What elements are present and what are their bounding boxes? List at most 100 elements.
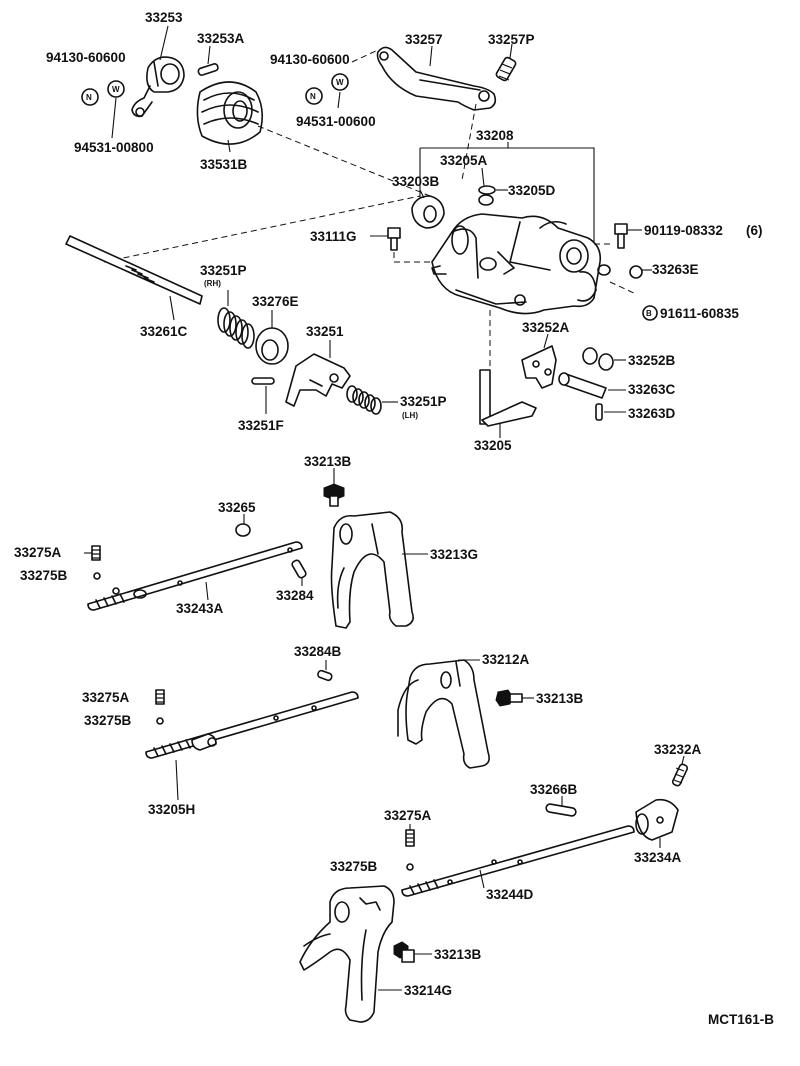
label-33275B-3: 33275B xyxy=(330,859,378,874)
part-33214G-shift-fork xyxy=(299,885,395,1023)
label-33276E: 33276E xyxy=(252,294,299,309)
label-33263E: 33263E xyxy=(652,262,699,277)
part-33213B-bolt-bottom xyxy=(393,941,415,963)
label-33213B-top: 33213B xyxy=(304,454,352,469)
label-33275B-2: 33275B xyxy=(84,713,132,728)
label-33253: 33253 xyxy=(145,10,183,25)
label-33203B: 33203B xyxy=(392,174,440,189)
label-33205H: 33205H xyxy=(148,802,195,817)
part-33111G-bolt xyxy=(387,227,401,251)
part-33266B-pin xyxy=(545,803,577,817)
part-33252B-nuts xyxy=(582,347,614,371)
nut-symbol-right: N xyxy=(305,87,323,105)
part-90119-bolt xyxy=(614,223,628,249)
part-33252A-plate xyxy=(521,345,557,389)
part-91611-bolt-symbol: B xyxy=(642,305,658,321)
washer-symbol-left: W xyxy=(107,80,125,98)
part-33203B-bushing xyxy=(411,195,445,229)
label-94130-left: 94130-60600 xyxy=(46,50,126,65)
label-33213B-mid: 33213B xyxy=(536,691,584,706)
label-33243A: 33243A xyxy=(176,601,224,616)
label-94531-left: 94531-00800 xyxy=(74,140,154,155)
part-33213B-bolt-mid xyxy=(495,689,523,707)
part-33232A-pin xyxy=(671,763,689,787)
part-33265-ball xyxy=(235,523,251,537)
label-33232A: 33232A xyxy=(654,742,702,757)
part-33275A-spring-2 xyxy=(155,689,165,705)
part-33276E-ring xyxy=(255,327,289,365)
part-33213G-shift-fork xyxy=(330,511,414,629)
label-33244D: 33244D xyxy=(486,887,534,902)
part-33253A-pin xyxy=(197,63,219,76)
label-33213B-bottom: 33213B xyxy=(434,947,482,962)
label-33252B: 33252B xyxy=(628,353,676,368)
part-33234A-head xyxy=(635,798,679,841)
svg-text:N: N xyxy=(310,92,316,101)
svg-text:B: B xyxy=(646,309,652,318)
part-33263C-pin xyxy=(558,372,607,399)
label-33251: 33251 xyxy=(306,324,344,339)
part-33243A-shift-shaft xyxy=(87,541,303,611)
label-33265: 33265 xyxy=(218,500,256,515)
label-33266B: 33266B xyxy=(530,782,578,797)
label-33205: 33205 xyxy=(474,438,512,453)
label-91611: 91611-60835 xyxy=(660,306,739,321)
washer-symbol-right: W xyxy=(331,73,349,91)
part-33263E-ball xyxy=(629,265,643,279)
label-33275B-1: 33275B xyxy=(20,568,68,583)
part-33205D-cap xyxy=(478,185,496,195)
label-33275A-3: 33275A xyxy=(384,808,432,823)
label-33275A-2: 33275A xyxy=(82,690,130,705)
figure-code: MCT161-B xyxy=(708,1012,774,1027)
part-33208-shift-housing xyxy=(431,213,611,315)
label-lh: (LH) xyxy=(402,411,418,420)
label-33284: 33284 xyxy=(276,588,314,603)
label-33251P-rh: 33251P xyxy=(200,263,247,278)
part-33284-pin xyxy=(291,559,307,579)
label-33251F: 33251F xyxy=(238,418,284,433)
part-33251P-lh-spring xyxy=(346,385,382,415)
label-33263C: 33263C xyxy=(628,382,676,397)
part-33275A-spring-1 xyxy=(91,545,101,561)
part-33261C-shaft xyxy=(65,235,203,305)
label-90119-qty: (6) xyxy=(746,223,763,238)
label-33251P-lh: 33251P xyxy=(400,394,447,409)
svg-text:W: W xyxy=(112,85,120,94)
part-33263D-pin xyxy=(595,403,603,421)
svg-text:N: N xyxy=(86,93,92,102)
part-33257-lever xyxy=(376,46,497,111)
part-33244D-shift-shaft xyxy=(401,825,635,897)
label-33213G: 33213G xyxy=(430,547,478,562)
part-33251-interlock xyxy=(285,353,351,407)
label-33252A: 33252A xyxy=(522,320,570,335)
label-33261C: 33261C xyxy=(140,324,188,339)
label-94531-right: 94531-00600 xyxy=(296,114,376,129)
label-33111G: 33111G xyxy=(310,229,357,244)
label-33253A: 33253A xyxy=(197,31,245,46)
part-33251F-pin xyxy=(251,377,275,385)
part-33253-shift-lever-housing xyxy=(131,56,185,118)
svg-text:W: W xyxy=(336,78,344,87)
label-33234A: 33234A xyxy=(634,850,682,865)
part-33212A-shift-fork xyxy=(397,659,490,769)
part-33205A-plug xyxy=(478,194,494,206)
label-33214G: 33214G xyxy=(404,983,452,998)
part-33284B-pin xyxy=(317,669,333,682)
label-33205A: 33205A xyxy=(440,153,488,168)
nut-symbol-left: N xyxy=(81,88,99,106)
label-33257P: 33257P xyxy=(488,32,535,47)
label-33263D: 33263D xyxy=(628,406,676,421)
label-90119: 90119-08332 xyxy=(644,223,723,238)
label-33205D: 33205D xyxy=(508,183,556,198)
part-33531B-boot xyxy=(196,81,264,145)
label-33208: 33208 xyxy=(476,128,514,143)
part-33257P-pin xyxy=(495,56,517,82)
label-33275A-1: 33275A xyxy=(14,545,62,560)
part-33205H-shift-shaft xyxy=(145,691,359,759)
label-33257: 33257 xyxy=(405,32,443,47)
part-33251P-rh-spring xyxy=(217,307,255,349)
part-33275A-spring-3 xyxy=(405,829,415,847)
label-94130-right: 94130-60600 xyxy=(270,52,350,67)
part-33205-selector-shaft xyxy=(479,369,537,427)
